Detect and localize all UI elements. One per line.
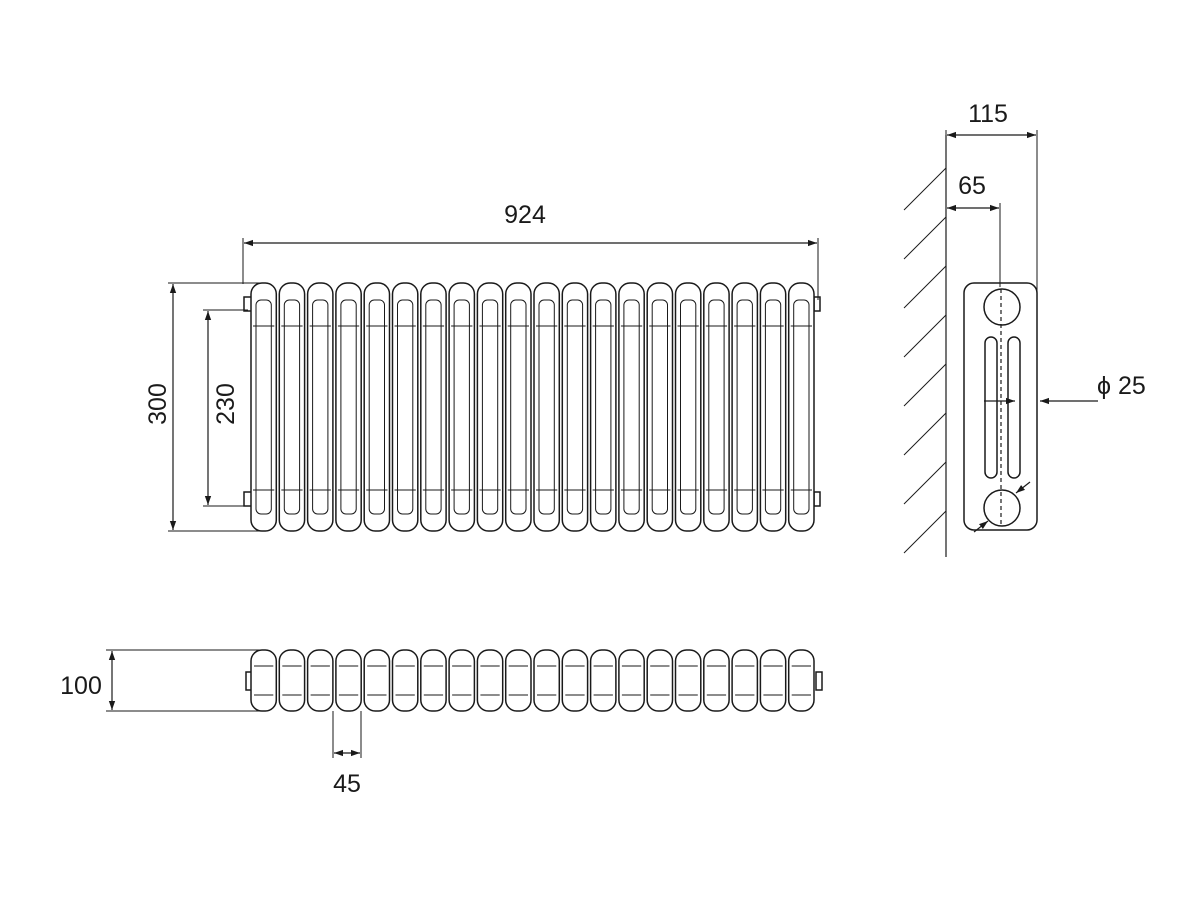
radiator-column — [618, 282, 645, 532]
hatch-line — [903, 314, 947, 358]
radiator-column — [420, 282, 447, 532]
hatch-line — [903, 461, 947, 505]
side-column-slot — [1007, 336, 1021, 479]
plan-depth-dimension-label: 100 — [60, 672, 102, 700]
width-dimension-label: 924 — [504, 201, 546, 229]
radiator-column — [759, 282, 787, 532]
plan-column — [278, 649, 306, 712]
side-column-slot — [984, 336, 998, 479]
radiator-column — [335, 282, 362, 532]
plan-sections — [245, 649, 823, 712]
plan-column — [448, 649, 476, 712]
top-connection-pipe — [983, 288, 1021, 326]
front-sections — [243, 282, 821, 532]
plan-column — [759, 649, 787, 712]
plan-column — [731, 649, 759, 712]
radiator-column — [476, 282, 504, 532]
diameter-arrow — [1015, 481, 1031, 494]
valve-stub — [813, 491, 821, 507]
plan-view: 100 45 — [60, 649, 823, 798]
radiator-column — [787, 282, 815, 532]
hatch-line — [903, 265, 947, 309]
hatch-line — [903, 412, 947, 456]
plan-column — [476, 649, 504, 712]
offset-dimension-label: 65 — [958, 172, 986, 200]
hatch-line — [903, 216, 947, 260]
bottom-connection-pipe — [983, 489, 1021, 527]
plan-column — [787, 649, 815, 712]
plan-column — [646, 649, 674, 712]
plan-column — [335, 649, 362, 712]
radiator-column — [589, 282, 617, 532]
valve-stub — [813, 296, 821, 312]
connection-dimension-label: 230 — [212, 383, 240, 425]
wall-hatching — [903, 167, 947, 554]
radiator-column — [646, 282, 674, 532]
hatch-line — [903, 167, 947, 211]
plan-column — [250, 649, 278, 712]
radiator-column — [306, 282, 334, 532]
plan-column — [703, 649, 730, 712]
radiator-column — [448, 282, 476, 532]
radiator-column — [250, 282, 278, 532]
radiator-column — [674, 282, 702, 532]
plan-column — [420, 649, 447, 712]
depth-dimension-label: 115 — [968, 100, 1008, 128]
plan-column — [363, 649, 391, 712]
radiator-column — [561, 282, 589, 532]
radiator-column — [278, 282, 306, 532]
plan-column — [589, 649, 617, 712]
radiator-column — [703, 282, 730, 532]
plan-column — [618, 649, 645, 712]
front-view: 924 300 230 — [144, 201, 821, 532]
plan-column — [391, 649, 419, 712]
radiator-column — [504, 282, 532, 532]
diameter-arrow — [973, 520, 989, 533]
radiator-column — [391, 282, 419, 532]
height-dimension-label: 300 — [144, 383, 172, 425]
plan-column — [561, 649, 589, 712]
radiator-column — [731, 282, 759, 532]
hatch-line — [903, 510, 947, 554]
plan-column — [504, 649, 532, 712]
plan-column — [306, 649, 334, 712]
hatch-line — [903, 363, 947, 407]
radiator-column — [533, 282, 561, 532]
diameter-dimension-label: ϕ 25 — [1097, 372, 1146, 400]
plan-column — [674, 649, 702, 712]
plan-column — [533, 649, 561, 712]
radiator-column — [363, 282, 391, 532]
side-view: 115 65 ϕ 25 — [903, 100, 1146, 557]
pitch-dimension-label: 45 — [333, 770, 361, 798]
valve-stub — [815, 671, 823, 691]
